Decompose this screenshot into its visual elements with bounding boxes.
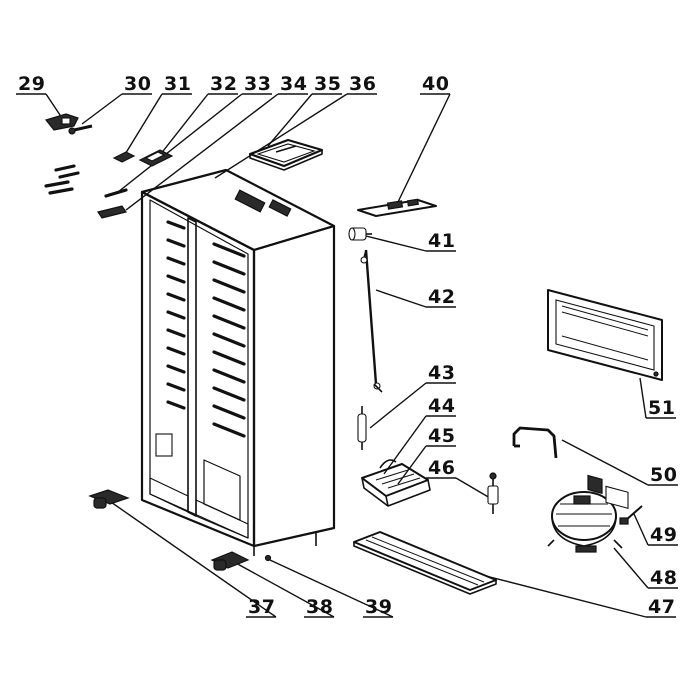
callout-48: 48 (650, 567, 677, 589)
callout-46: 46 (428, 457, 455, 479)
part-45-drip-tray (361, 463, 431, 507)
rear-panel-vents (561, 305, 649, 361)
callout-44: 44 (428, 395, 455, 417)
callout-29: 29 (18, 73, 45, 95)
part-hinge-strips (44, 164, 80, 195)
part-29-hinge (44, 113, 79, 131)
part-40-control-board (357, 198, 437, 217)
callout-49: 49 (650, 524, 677, 546)
callout-35: 35 (314, 73, 341, 95)
cabinet-shelf-ribs-right (212, 242, 246, 438)
part-42-pipe (360, 249, 383, 393)
part-50-condenser-pipe (512, 426, 558, 459)
label-underlines (16, 93, 678, 618)
part-34-strip (97, 205, 127, 219)
callout-32: 32 (210, 73, 237, 95)
callout-43: 43 (428, 362, 455, 384)
part-30-screw (68, 124, 93, 135)
part-48-compressor (547, 491, 623, 553)
main-cabinet (140, 168, 336, 556)
callout-39: 39 (365, 596, 392, 618)
part-47-base-plate (353, 531, 497, 595)
callout-42: 42 (428, 286, 455, 308)
callout-51: 51 (648, 397, 675, 419)
part-46-valve (487, 472, 499, 514)
callout-31: 31 (164, 73, 191, 95)
callout-33: 33 (244, 73, 271, 95)
callout-45: 45 (428, 425, 455, 447)
callout-36: 36 (349, 73, 376, 95)
callout-30: 30 (124, 73, 151, 95)
callout-47: 47 (648, 596, 675, 618)
part-44-tray-wire (379, 459, 397, 469)
part-39-screw (264, 554, 272, 562)
part-51-rear-panel (547, 289, 663, 509)
part-43-drier (357, 406, 367, 450)
leader-lines (45, 93, 649, 618)
callout-40: 40 (422, 73, 449, 95)
callout-41: 41 (428, 230, 455, 252)
callout-34: 34 (280, 73, 307, 95)
part-49-terminal (619, 505, 643, 525)
callout-labels: 29 30 31 32 33 34 35 36 40 41 42 43 44 4… (18, 73, 677, 618)
part-38-foot-bracket (210, 551, 250, 571)
part-41-capacitor (348, 227, 372, 241)
part-37-bottom-hinge (88, 489, 130, 509)
part-32-cover (138, 149, 174, 167)
part-31-bracket (112, 151, 136, 163)
drip-tray-ribs (375, 469, 421, 489)
part-33-strip (104, 188, 128, 198)
part-35-top-tray (248, 138, 324, 171)
callout-50: 50 (650, 464, 677, 486)
cabinet-shelf-ribs-left (166, 220, 186, 410)
